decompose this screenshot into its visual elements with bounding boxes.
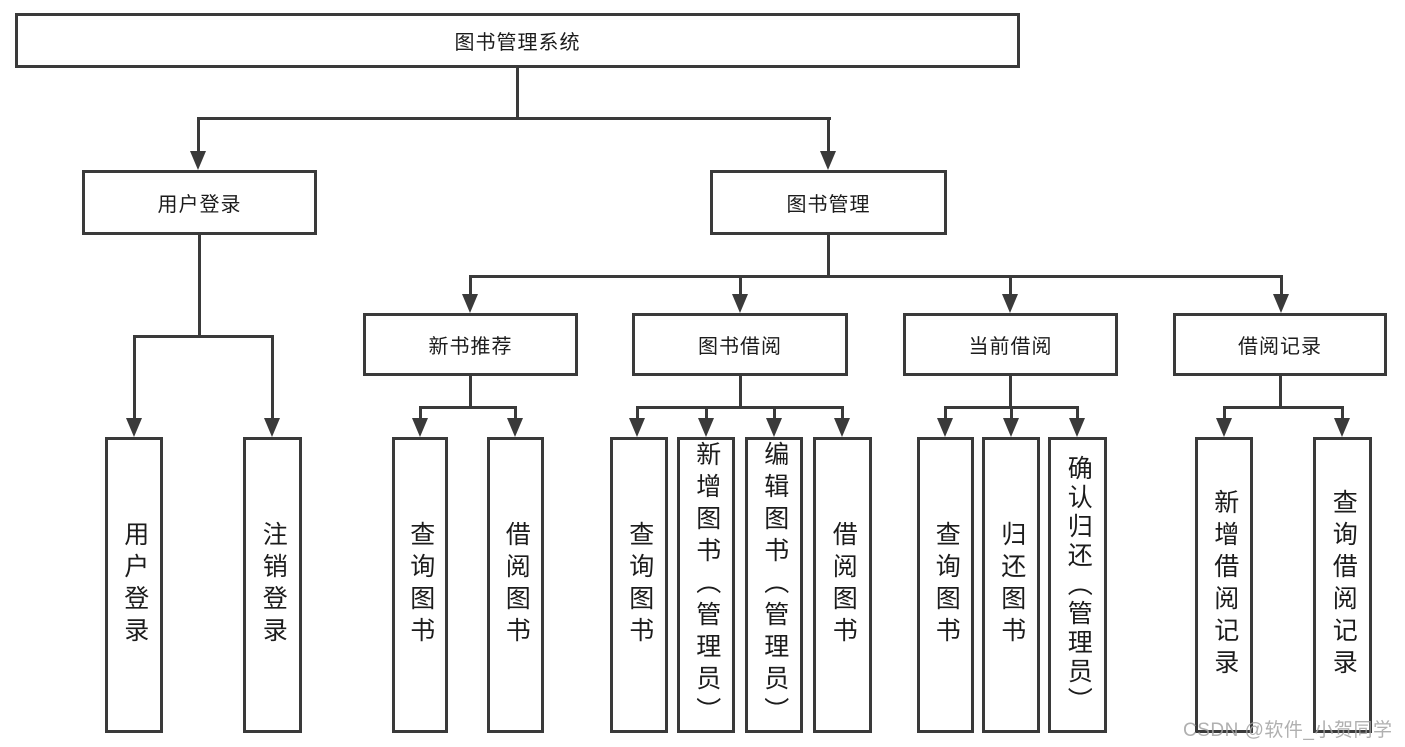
leaf-add-book-admin-label: 新增图书（管理员） [692, 441, 721, 729]
arrow-down-icon [1002, 294, 1018, 313]
node-user-login-label: 用户登录 [157, 194, 242, 216]
connector-line [133, 335, 274, 338]
leaf-borrow-books: 借阅图书 [813, 437, 872, 733]
leaf-borrow-books-recommend-label: 借阅图书 [502, 521, 531, 649]
node-book-management-label: 图书管理 [786, 194, 871, 216]
arrow-down-icon [1069, 418, 1085, 437]
leaf-edit-book-admin-label: 编辑图书（管理员） [760, 441, 789, 729]
connector-line [469, 275, 1283, 278]
leaf-add-borrow-record: 新增借阅记录 [1195, 437, 1253, 733]
node-current-borrow: 当前借阅 [903, 313, 1118, 376]
leaf-query-books-recommend: 查询图书 [392, 437, 448, 733]
arrow-down-icon [820, 151, 836, 170]
connector-line [1076, 406, 1079, 421]
arrow-down-icon [834, 418, 850, 437]
node-borrow-records: 借阅记录 [1173, 313, 1387, 376]
node-new-book-recommend-label: 新书推荐 [428, 336, 513, 358]
connector-line [197, 117, 200, 152]
arrow-down-icon [1273, 294, 1289, 313]
arrow-down-icon [937, 418, 953, 437]
connector-line [419, 406, 517, 409]
connector-line [705, 406, 708, 421]
leaf-edit-book-admin: 编辑图书（管理员） [745, 437, 803, 733]
connector-line [514, 406, 517, 421]
leaf-logout-label: 注销登录 [259, 521, 288, 649]
connector-line [1280, 275, 1283, 297]
leaf-query-borrow-record: 查询借阅记录 [1313, 437, 1372, 733]
leaf-return-book: 归还图书 [982, 437, 1040, 733]
connector-line [739, 376, 742, 409]
leaf-query-borrow-record-label: 查询借阅记录 [1329, 489, 1358, 681]
leaf-add-book-admin: 新增图书（管理员） [677, 437, 735, 733]
leaf-borrow-books-label: 借阅图书 [829, 521, 858, 649]
arrow-down-icon [629, 418, 645, 437]
connector-line [636, 406, 639, 421]
leaf-query-books-recommend-label: 查询图书 [406, 521, 435, 649]
arrow-down-icon [698, 418, 714, 437]
node-borrow-records-label: 借阅记录 [1238, 336, 1322, 358]
connector-line [1010, 406, 1013, 421]
connector-line [827, 117, 830, 152]
arrow-down-icon [732, 294, 748, 313]
connector-line [827, 235, 830, 278]
arrow-down-icon [190, 151, 206, 170]
arrow-down-icon [766, 418, 782, 437]
connector-line [133, 335, 136, 419]
connector-line [636, 406, 844, 409]
node-book-borrow: 图书借阅 [632, 313, 848, 376]
connector-line [1223, 406, 1226, 421]
node-book-borrow-label: 图书借阅 [698, 336, 782, 358]
connector-line [1223, 406, 1344, 409]
leaf-logout: 注销登录 [243, 437, 302, 733]
connector-line [1341, 406, 1344, 421]
connector-line [944, 406, 947, 421]
arrow-down-icon [264, 418, 280, 437]
connector-line [1279, 376, 1282, 409]
connector-line [773, 406, 776, 421]
leaf-borrow-books-recommend: 借阅图书 [487, 437, 544, 733]
leaf-user-login: 用户登录 [105, 437, 163, 733]
node-user-login: 用户登录 [82, 170, 317, 235]
csdn-watermark: CSDN @软件_小贺同学 [1183, 720, 1393, 741]
leaf-confirm-return-admin-label: 确认归还（管理员） [1064, 454, 1093, 716]
connector-line [419, 406, 422, 421]
leaf-query-books-borrow: 查询图书 [610, 437, 668, 733]
node-current-borrow-label: 当前借阅 [968, 336, 1053, 358]
leaf-query-books-current-label: 查询图书 [932, 521, 961, 649]
arrow-down-icon [507, 418, 523, 437]
node-book-management: 图书管理 [710, 170, 947, 235]
node-new-book-recommend: 新书推荐 [363, 313, 578, 376]
connector-line [1009, 376, 1012, 409]
leaf-add-borrow-record-label: 新增借阅记录 [1210, 489, 1239, 681]
arrow-down-icon [1216, 418, 1232, 437]
leaf-query-books-current: 查询图书 [917, 437, 974, 733]
leaf-return-book-label: 归还图书 [997, 521, 1026, 649]
connector-line [469, 376, 472, 409]
connector-line [841, 406, 844, 421]
leaf-user-login-label: 用户登录 [120, 521, 149, 649]
leaf-query-books-borrow-label: 查询图书 [625, 521, 654, 649]
connector-line [739, 275, 742, 297]
leaf-confirm-return-admin: 确认归还（管理员） [1048, 437, 1107, 733]
arrow-down-icon [462, 294, 478, 313]
arrow-down-icon [1334, 418, 1350, 437]
connector-line [271, 335, 274, 419]
arrow-down-icon [126, 418, 142, 437]
connector-line [516, 68, 519, 120]
connector-line [1009, 275, 1012, 297]
connector-line [198, 235, 201, 338]
node-library-system-label: 图书管理系统 [454, 32, 581, 54]
arrow-down-icon [1003, 418, 1019, 437]
connector-line [197, 117, 831, 120]
connector-line [469, 275, 472, 297]
arrow-down-icon [412, 418, 428, 437]
node-library-system: 图书管理系统 [15, 13, 1020, 68]
